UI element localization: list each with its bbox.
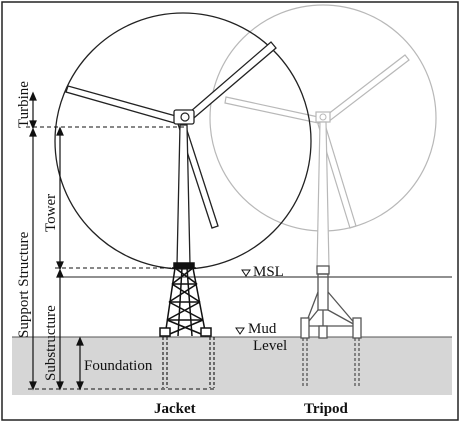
mud-level-marker-icon bbox=[235, 327, 245, 335]
label-msl: MSL bbox=[253, 264, 284, 280]
seabed-area bbox=[12, 337, 452, 395]
label-mud: Mud bbox=[248, 321, 277, 337]
label-level: Level bbox=[253, 338, 287, 354]
label-tower: Tower bbox=[43, 194, 59, 232]
jacket-substructure bbox=[159, 262, 215, 388]
label-turbine: Turbine bbox=[16, 81, 32, 128]
jacket-rotor-disc bbox=[54, 12, 312, 270]
jacket-nacelle bbox=[173, 109, 195, 125]
label-substructure: Substructure bbox=[43, 305, 59, 381]
dimension-lines bbox=[26, 91, 215, 391]
jacket-turbine bbox=[54, 12, 312, 270]
label-support-structure: Support Structure bbox=[16, 231, 32, 338]
caption-jacket: Jacket bbox=[154, 401, 196, 417]
tripod-turbine bbox=[209, 4, 437, 269]
jacket-tower bbox=[176, 124, 191, 266]
caption-tripod: Tripod bbox=[304, 401, 349, 417]
tripod-substructure bbox=[300, 265, 362, 388]
label-foundation: Foundation bbox=[84, 358, 153, 374]
jacket-hub bbox=[180, 112, 190, 122]
msl-marker-icon bbox=[241, 269, 251, 277]
